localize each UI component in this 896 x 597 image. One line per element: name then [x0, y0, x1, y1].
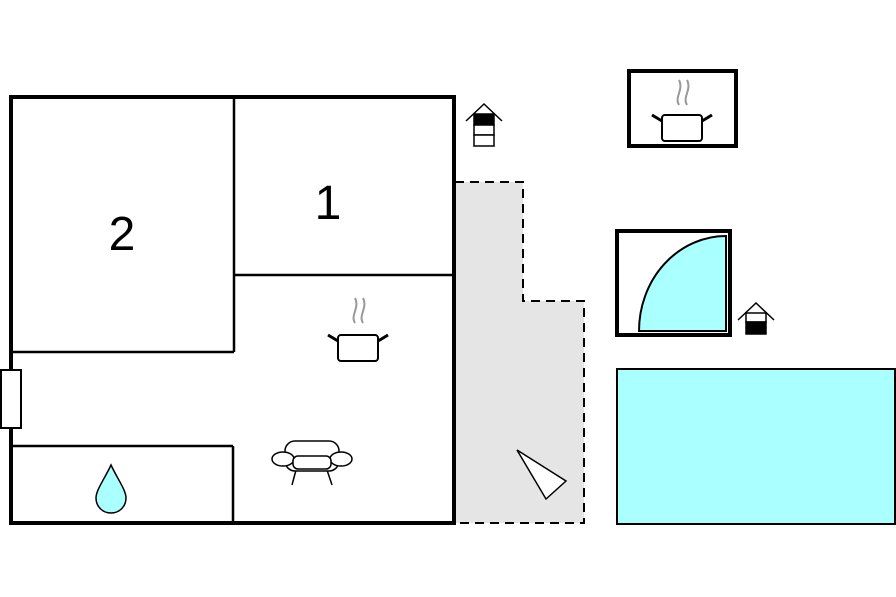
north-arrow-icon [516, 449, 568, 501]
interior-walls [11, 97, 454, 523]
house-floor-level-icon [465, 102, 503, 147]
room-label-1: 1 [315, 177, 342, 230]
quarter-circle-pool-icon [637, 234, 727, 332]
cooking-pot-icon [651, 79, 713, 142]
sofa-icon [271, 440, 353, 486]
cooking-pot-icon [327, 297, 389, 362]
pool-rectangle [616, 368, 896, 525]
house-floor-level-icon [737, 301, 775, 335]
terrace-area [454, 181, 585, 524]
entrance-door [0, 369, 22, 429]
room-label-2: 2 [109, 208, 136, 261]
water-drop-icon [95, 463, 127, 514]
